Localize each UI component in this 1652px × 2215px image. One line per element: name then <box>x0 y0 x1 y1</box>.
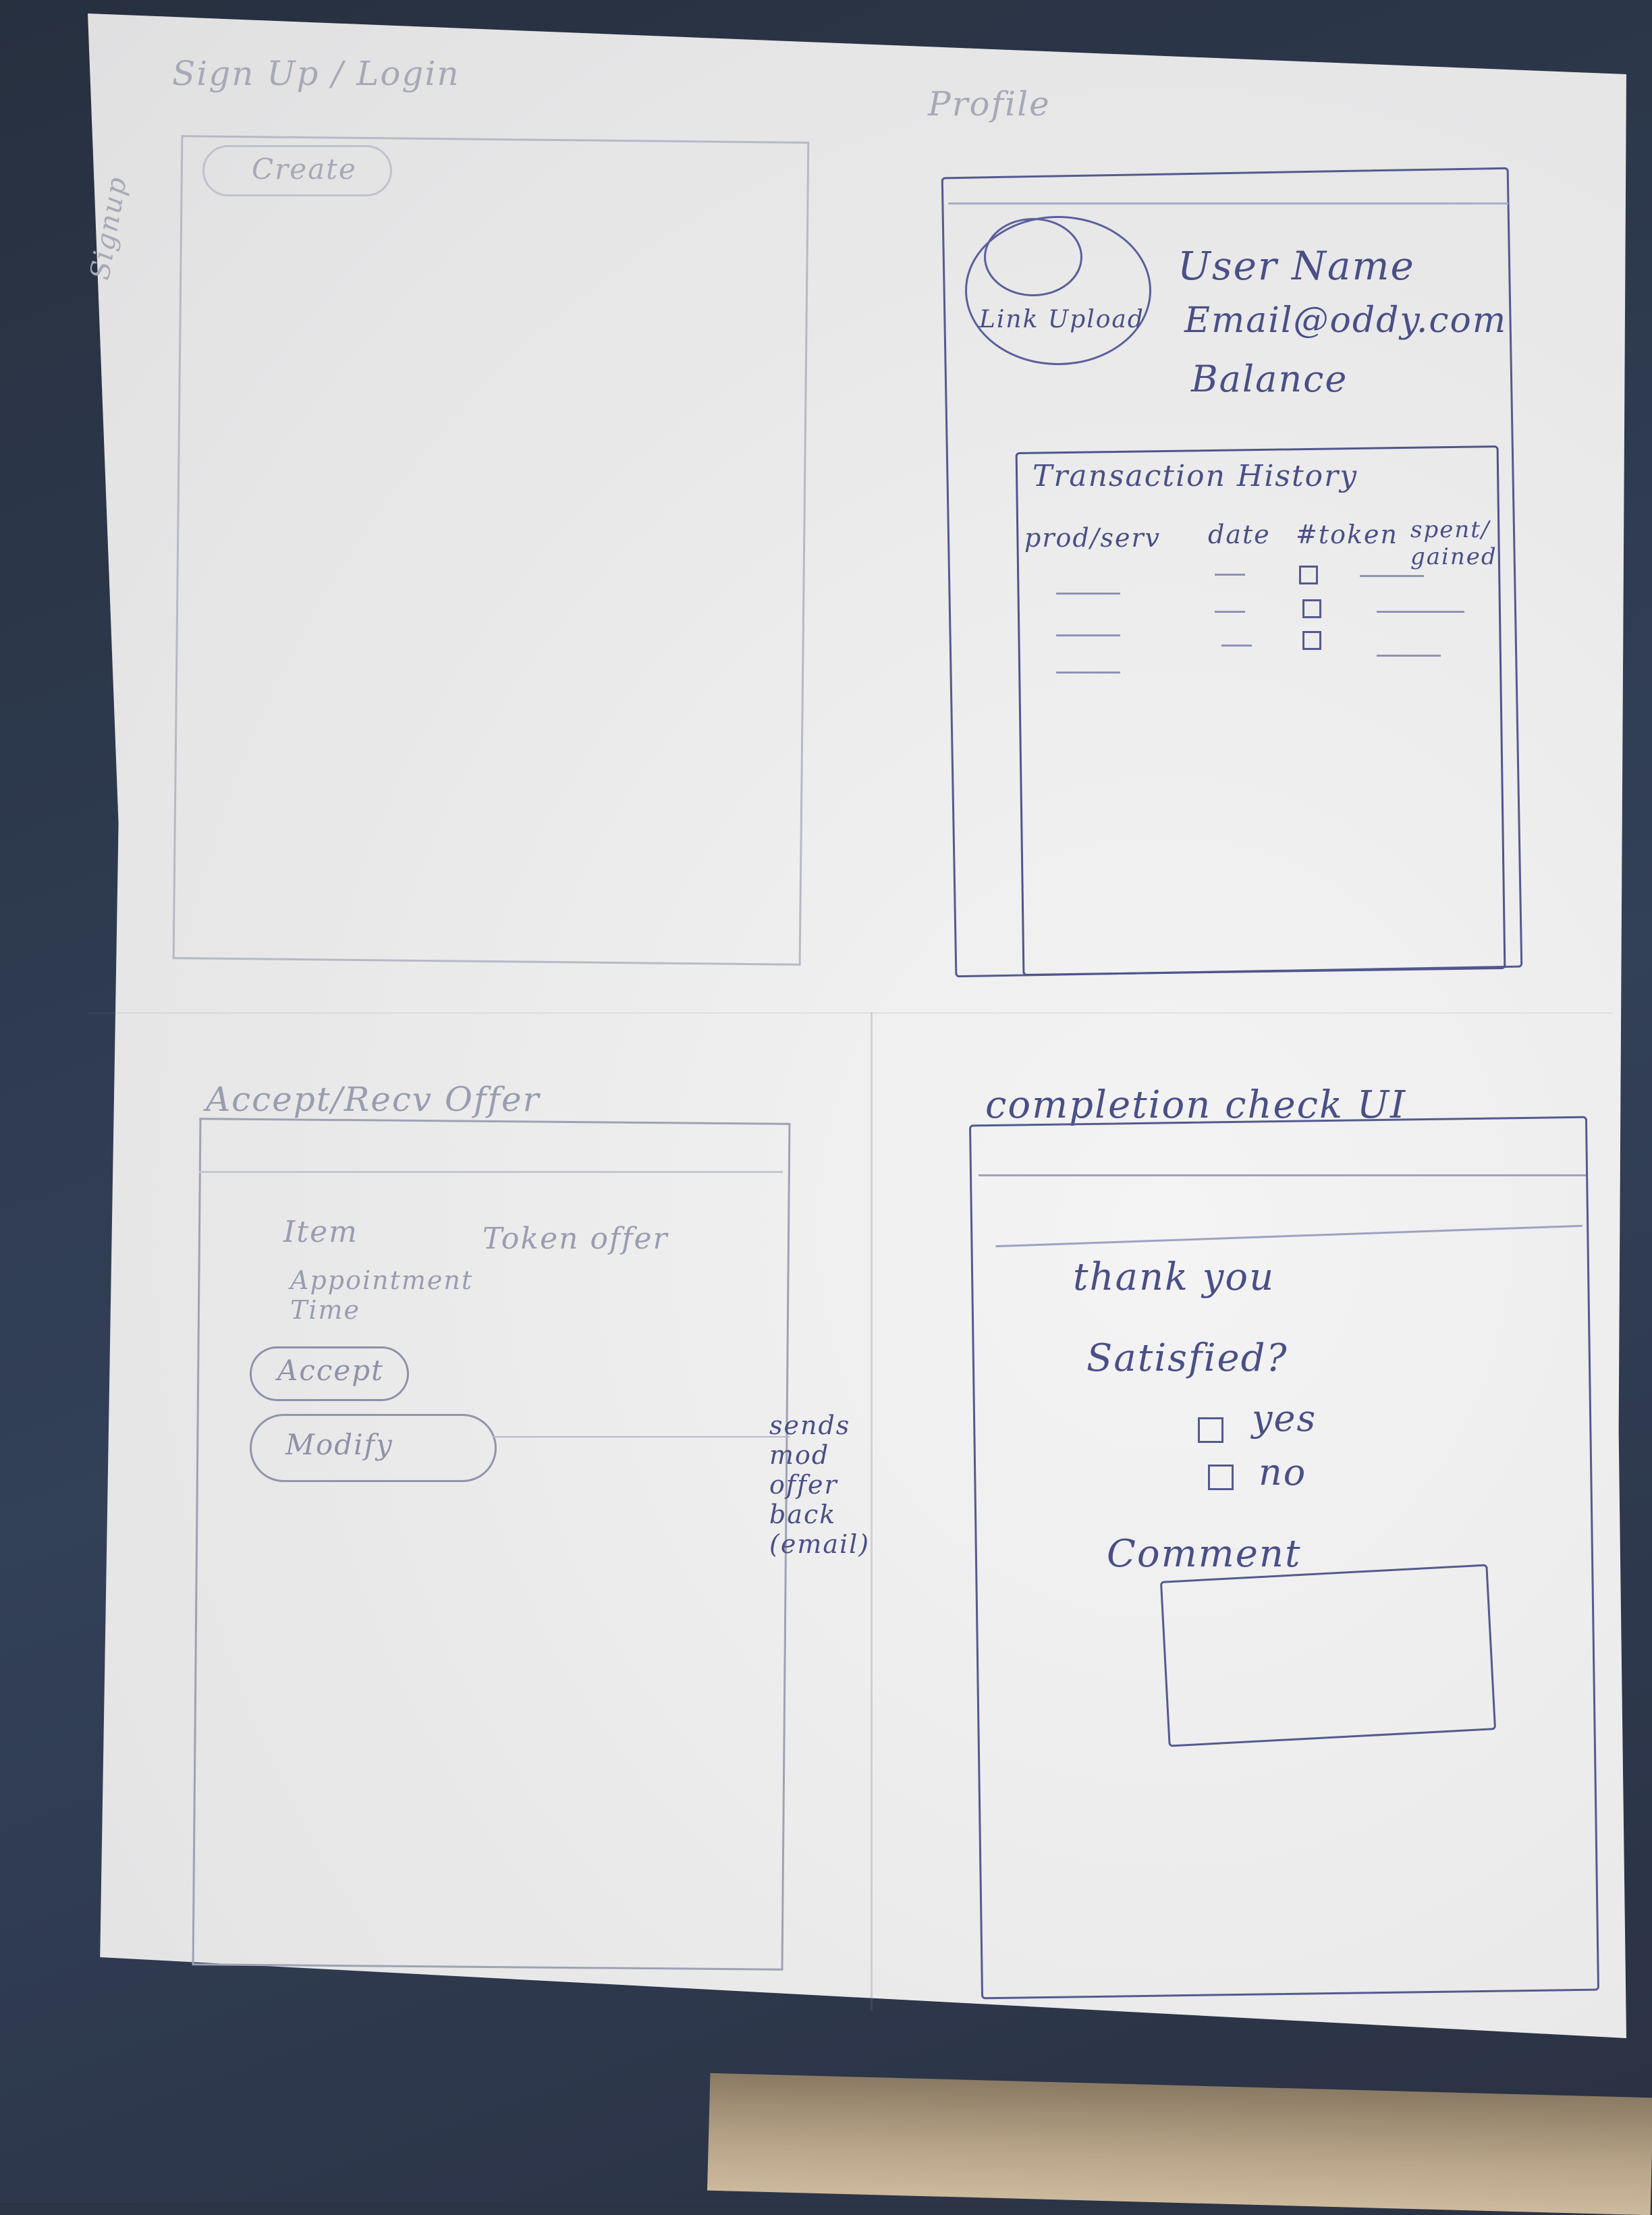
yes-checkbox[interactable] <box>1198 1417 1223 1443</box>
paper-sheet <box>88 13 1626 2038</box>
column-header-product: prod/serv <box>1024 523 1161 553</box>
modify-button-label: Modify <box>285 1428 393 1461</box>
avatar-upload-link[interactable]: Link Upload <box>979 306 1145 333</box>
profile-title: Profile <box>928 84 1051 124</box>
table-edge <box>707 2073 1652 2215</box>
comment-label: Comment <box>1107 1532 1302 1576</box>
modify-note: sends mod offer back (email) <box>769 1411 871 1559</box>
fold-line-vertical <box>871 1012 873 2011</box>
table-row-product-2 <box>1056 634 1120 636</box>
profile-header-line <box>948 202 1508 204</box>
token-checkbox-1[interactable] <box>1299 566 1318 584</box>
accept-offer-title: Accept/Recv Offer <box>206 1080 541 1119</box>
thank-you-text: thank you <box>1073 1255 1275 1299</box>
modify-button[interactable]: Modify <box>250 1414 497 1482</box>
create-button[interactable]: Create <box>202 145 392 196</box>
table-row-spent-1 <box>1360 575 1424 577</box>
modify-arrow-line <box>493 1436 790 1438</box>
offer-item-label: Item <box>283 1215 358 1249</box>
table-row-spent-3 <box>1377 655 1441 657</box>
token-checkbox-3[interactable] <box>1302 631 1321 650</box>
appointment-time-label: Appointment Time <box>290 1265 474 1325</box>
accept-button-label: Accept <box>277 1354 384 1387</box>
offer-token-label: Token offer <box>483 1222 669 1256</box>
token-checkbox-2[interactable] <box>1302 599 1321 618</box>
table-row-spent-2 <box>1377 611 1464 613</box>
yes-option-label: yes <box>1252 1397 1317 1440</box>
create-button-label: Create <box>252 153 357 186</box>
no-option-label: no <box>1259 1451 1307 1494</box>
signup-screen-frame <box>172 135 810 966</box>
column-header-spent-gained: spent/ gained <box>1410 516 1497 570</box>
table-row-product-3 <box>1056 672 1120 674</box>
user-balance: Balance <box>1191 358 1348 400</box>
table-row-date-2 <box>1215 611 1245 613</box>
column-header-tokens: #token <box>1296 520 1398 549</box>
satisfied-question: Satisfied? <box>1086 1336 1288 1380</box>
user-name: User Name <box>1178 243 1415 289</box>
accept-offer-header-line <box>199 1171 783 1173</box>
comment-input[interactable] <box>1159 1564 1497 1747</box>
table-row-date-3 <box>1221 645 1252 647</box>
no-checkbox[interactable] <box>1208 1465 1234 1490</box>
avatar[interactable]: Link Upload <box>965 216 1151 365</box>
column-header-date: date <box>1208 520 1271 549</box>
fold-line-horizontal <box>88 1012 1613 1014</box>
accept-button[interactable]: Accept <box>250 1346 409 1401</box>
user-email: Email@oddy.com <box>1184 300 1508 341</box>
completion-header-line-1 <box>979 1174 1586 1176</box>
completion-title: completion check UI <box>985 1083 1407 1127</box>
avatar-face-icon <box>984 218 1082 296</box>
signup-title: Sign Up / Login <box>172 54 460 93</box>
transaction-title: Transaction History <box>1032 459 1358 493</box>
paper-lighting <box>88 13 1626 2038</box>
table-row-date-1 <box>1215 574 1245 576</box>
table-row-product-1 <box>1056 593 1120 595</box>
